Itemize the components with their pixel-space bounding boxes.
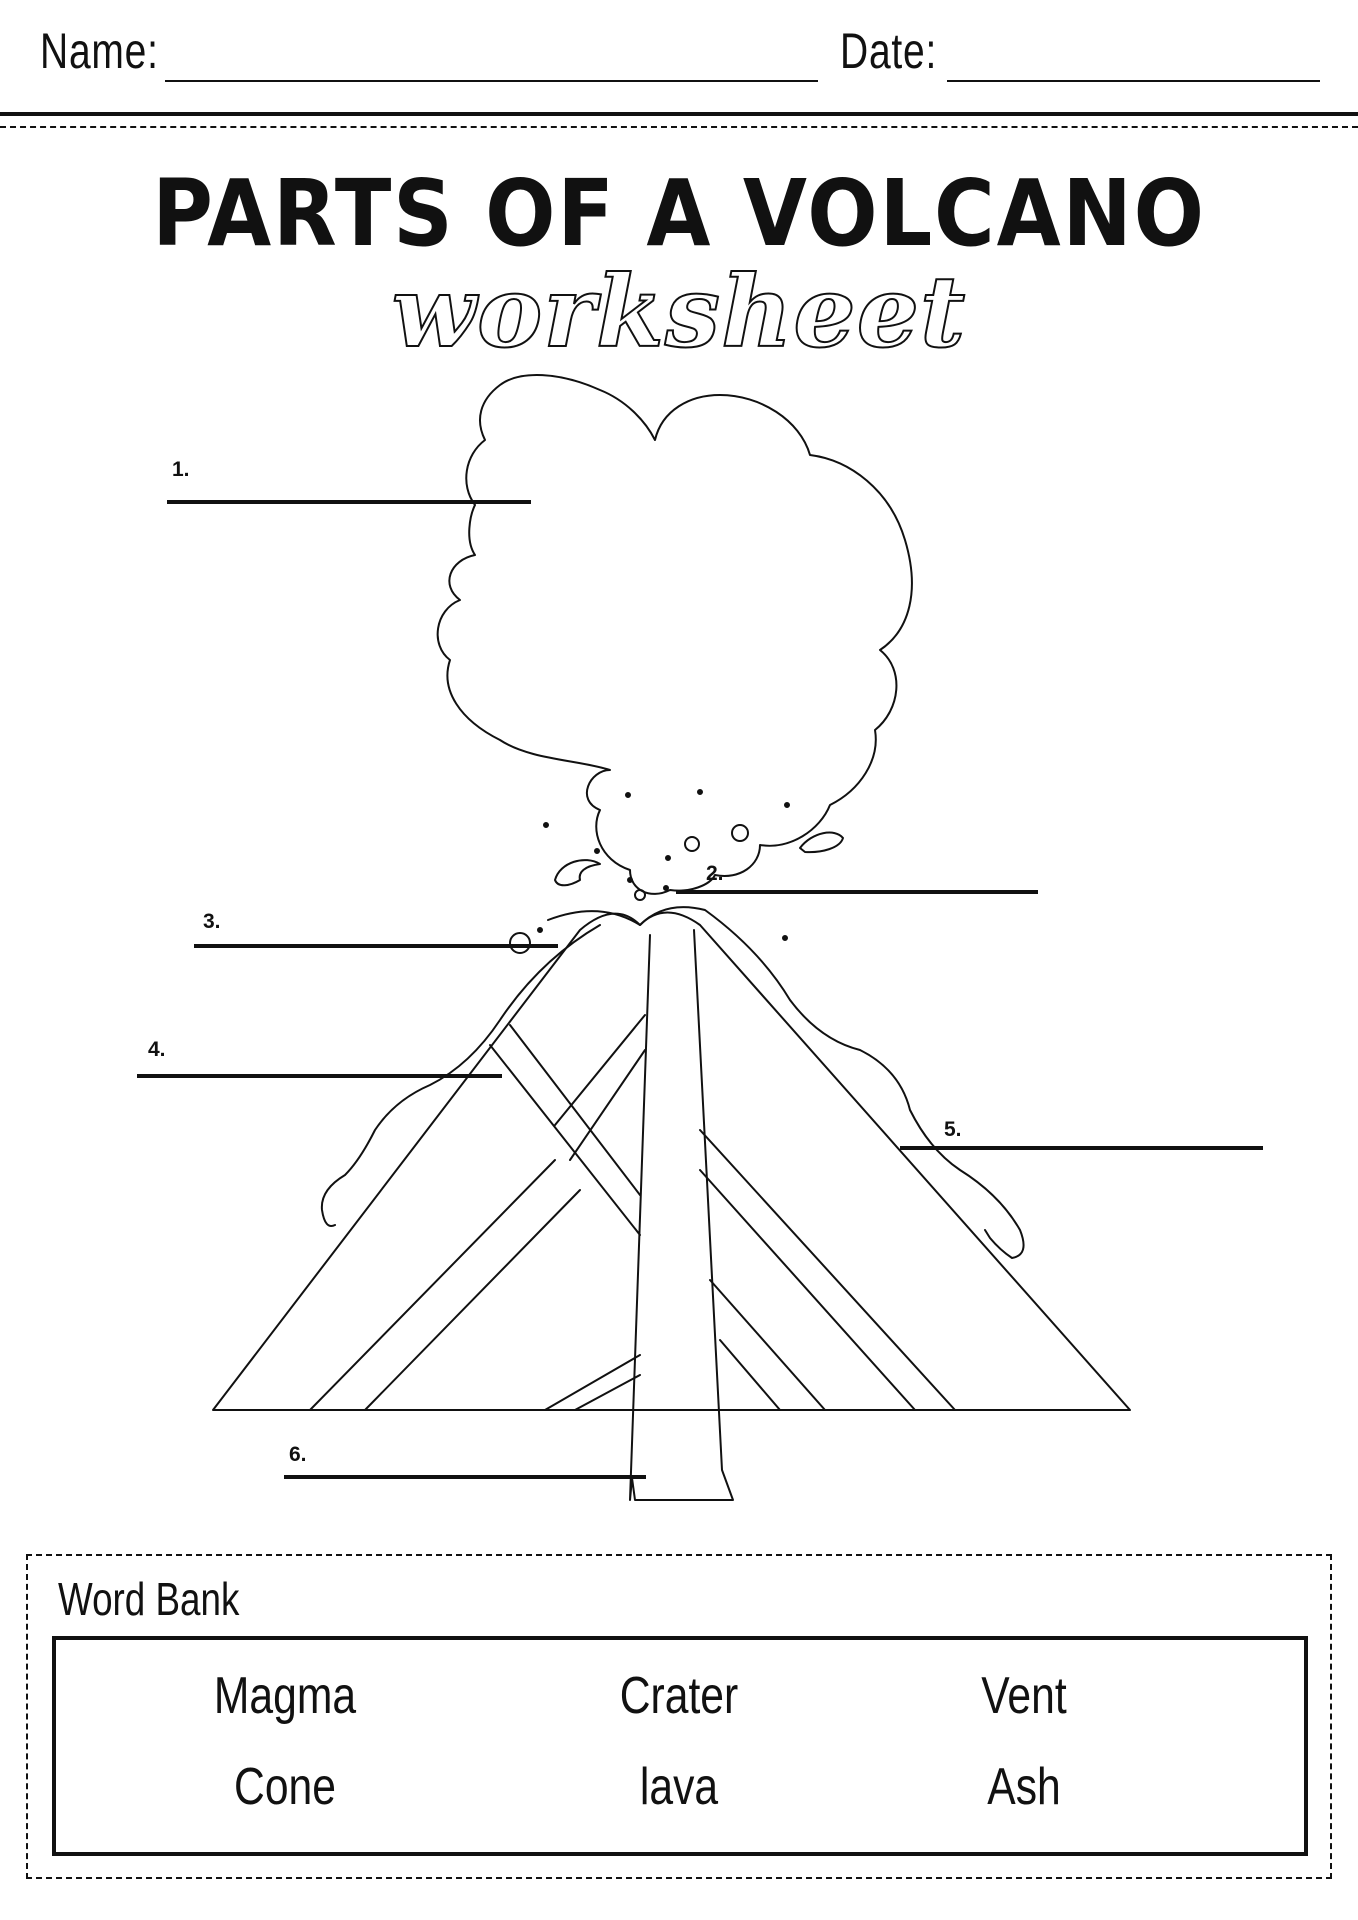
worksheet-title: PARTS OF A VOLCANO [152, 160, 1206, 267]
word-bank-box [52, 1636, 1308, 1856]
date-field[interactable] [947, 80, 1320, 82]
side-vent-left [489, 1044, 641, 1236]
side-vent-left-base [544, 1354, 641, 1411]
side-vent-left-upper [554, 1014, 646, 1126]
side-vent-right [699, 1169, 916, 1411]
side-vent-left-lower [309, 1159, 556, 1411]
word-bank-title: Word Bank [58, 1573, 240, 1625]
side-vent-right-lower [709, 1279, 826, 1411]
droplet [627, 877, 633, 883]
word-bank-word: Vent [981, 1667, 1067, 1725]
header-dashed-divider [0, 126, 1358, 128]
lava-splash-left [554, 859, 601, 887]
label-number-4: 4. [148, 1038, 166, 1061]
side-vent-left-lower [364, 1189, 581, 1411]
droplet [594, 848, 600, 854]
word-bank-frame [26, 1554, 1332, 1879]
answer-line-5[interactable] [900, 1146, 1263, 1150]
label-number-5: 5. [944, 1118, 962, 1141]
label-number-2: 2. [706, 862, 724, 885]
word-bank-word: lava [639, 1758, 719, 1816]
answer-line-3[interactable] [194, 944, 558, 948]
side-vent-right [699, 1129, 956, 1411]
word-bank-word: Cone [234, 1758, 336, 1816]
side-vent-left [509, 1024, 641, 1196]
droplet [634, 889, 646, 901]
header-divider [0, 112, 1358, 116]
droplet [684, 836, 700, 852]
word-bank-word: Magma [213, 1667, 357, 1725]
answer-line-1[interactable] [167, 500, 531, 504]
droplet [731, 824, 749, 842]
word-bank-word: Crater [619, 1667, 739, 1725]
side-vent-left-upper [569, 1049, 646, 1161]
name-label: Name: [40, 23, 159, 79]
lava-flow-left [320, 924, 601, 1227]
label-number-1: 1. [172, 458, 190, 481]
droplet [784, 802, 790, 808]
side-vent-left-base [574, 1374, 641, 1411]
side-vent-right-lower [719, 1339, 781, 1411]
worksheet-subtitle: worksheet [391, 254, 967, 371]
lava-splash-right [799, 831, 844, 854]
droplet [509, 932, 531, 954]
droplet [543, 822, 549, 828]
droplet [665, 855, 671, 861]
answer-line-2[interactable] [676, 890, 1038, 894]
droplet [697, 789, 703, 795]
volcano-cone [212, 911, 1131, 1411]
droplet [625, 792, 631, 798]
label-number-6: 6. [289, 1443, 307, 1466]
droplet [663, 885, 669, 891]
date-label: Date: [840, 23, 938, 79]
ash-cloud [436, 373, 913, 895]
label-number-3: 3. [203, 910, 221, 933]
name-field[interactable] [165, 80, 818, 82]
lava-flow [547, 906, 1025, 1259]
answer-line-4[interactable] [137, 1074, 502, 1078]
main-vent [629, 929, 734, 1501]
word-bank-word: Ash [987, 1758, 1061, 1816]
droplet [782, 935, 788, 941]
droplet [537, 927, 543, 933]
answer-line-6[interactable] [284, 1475, 646, 1479]
